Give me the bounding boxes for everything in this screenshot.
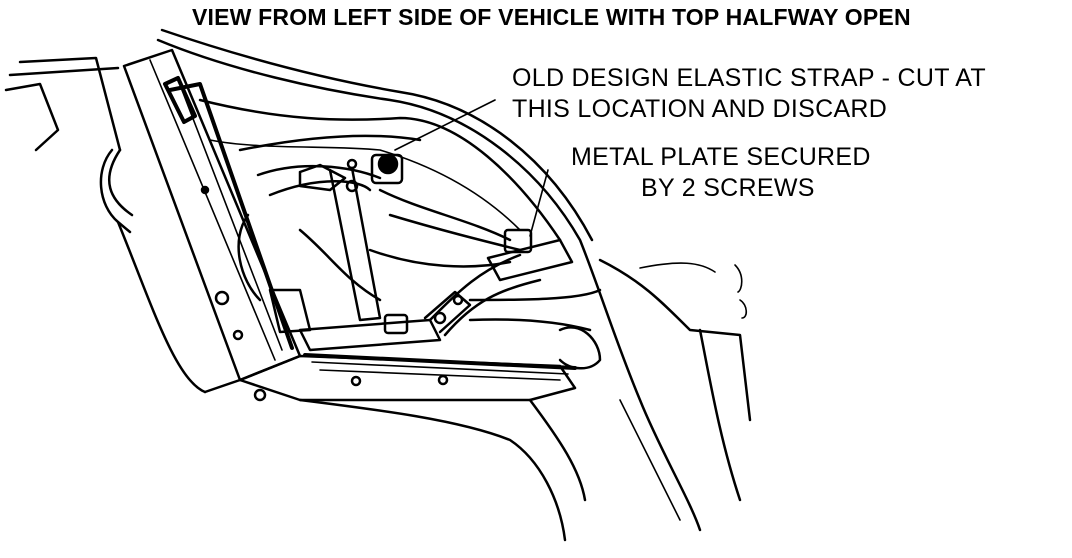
rear-body (558, 258, 752, 521)
plate-callout-line2: BY 2 SCREWS (641, 174, 815, 202)
windshield-frame (122, 48, 302, 394)
strap-callout-line1: OLD DESIGN ELASTIC STRAP - CUT AT (512, 64, 986, 92)
left-body-panel (4, 56, 207, 394)
diagram-title: VIEW FROM LEFT SIDE OF VEHICLE WITH TOP … (192, 4, 911, 30)
lower-rail (238, 353, 587, 542)
top-linkage (237, 99, 602, 352)
strap-callout-line2: THIS LOCATION AND DISCARD (512, 95, 888, 123)
plate-callout-line1: METAL PLATE SECURED (571, 143, 871, 171)
